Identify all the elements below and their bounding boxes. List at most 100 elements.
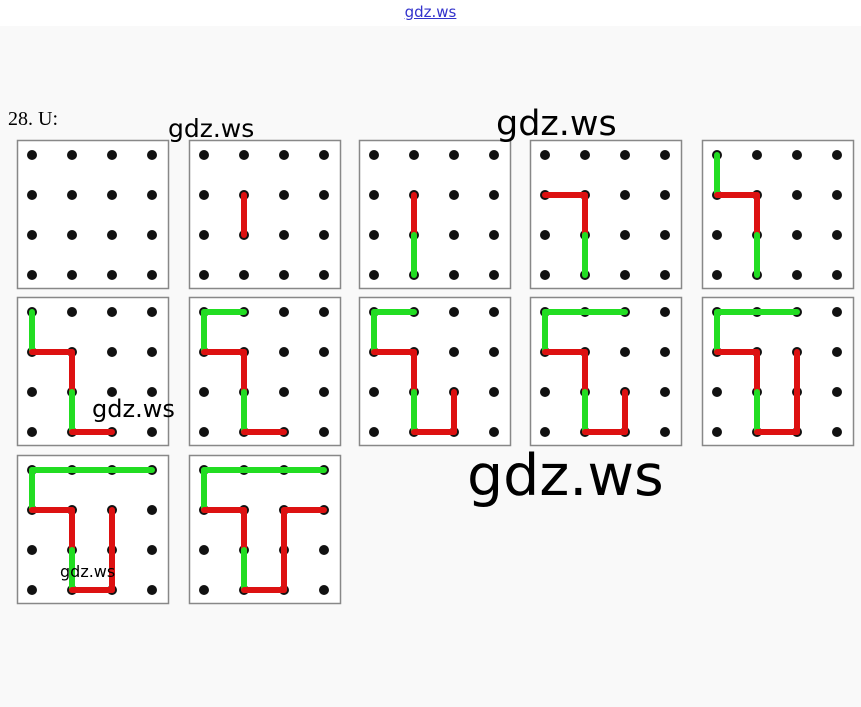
grid-dot xyxy=(199,545,209,555)
dot-grid xyxy=(188,139,342,290)
dot-grid xyxy=(358,296,512,447)
grid-dot xyxy=(107,230,117,240)
grid-dot xyxy=(369,427,379,437)
grid-dot xyxy=(620,230,630,240)
grid-dot xyxy=(279,230,289,240)
grid-dot xyxy=(319,585,329,595)
grid-dot xyxy=(832,347,842,357)
grid-dot xyxy=(147,545,157,555)
grid-dot xyxy=(319,230,329,240)
grid-dot xyxy=(319,190,329,200)
grid-dot xyxy=(199,230,209,240)
grid-dot xyxy=(620,347,630,357)
grid-dot xyxy=(67,150,77,160)
grid-dot xyxy=(147,230,157,240)
grid-dot xyxy=(660,387,670,397)
watermark: gdz.ws xyxy=(467,443,664,509)
dot-grid xyxy=(529,296,683,447)
grid-dot xyxy=(712,387,722,397)
dot-grid xyxy=(188,296,342,447)
grid-dot xyxy=(540,270,550,280)
grid-dot xyxy=(279,190,289,200)
grid-dot xyxy=(369,190,379,200)
dot-grid xyxy=(701,296,855,447)
grid-dot xyxy=(107,307,117,317)
grid-dot xyxy=(540,150,550,160)
grid-frame xyxy=(16,296,170,447)
grid-dot xyxy=(489,270,499,280)
grid-dot xyxy=(712,230,722,240)
grid-dot xyxy=(239,150,249,160)
grid-dot xyxy=(319,347,329,357)
grid-dot xyxy=(199,190,209,200)
exercise-label: 28. U: xyxy=(8,108,58,130)
grid-dot xyxy=(620,190,630,200)
grid-dot xyxy=(107,387,117,397)
top-bar xyxy=(0,0,861,26)
grid-dot xyxy=(660,347,670,357)
grid-dot xyxy=(147,150,157,160)
grid-dot xyxy=(489,230,499,240)
grid-dot xyxy=(449,150,459,160)
grid-dot xyxy=(660,307,670,317)
dot-grid xyxy=(701,139,855,290)
grid-dot xyxy=(147,585,157,595)
grid-dot xyxy=(319,545,329,555)
grid-frame xyxy=(16,139,170,290)
grid-dot xyxy=(540,427,550,437)
grid-dot xyxy=(449,307,459,317)
grid-dot xyxy=(279,347,289,357)
grid-dot xyxy=(832,230,842,240)
grid-frame xyxy=(529,296,683,447)
grid-dot xyxy=(792,190,802,200)
grid-dot xyxy=(319,150,329,160)
grid-dot xyxy=(449,190,459,200)
grid-dot xyxy=(107,347,117,357)
grid-dot xyxy=(147,347,157,357)
site-link[interactable]: gdz.ws xyxy=(404,3,457,21)
grid-dot xyxy=(489,387,499,397)
grid-dot xyxy=(319,307,329,317)
grid-dot xyxy=(147,307,157,317)
grid-dot xyxy=(660,270,670,280)
grid-dot xyxy=(489,347,499,357)
grid-dot xyxy=(27,585,37,595)
grid-dot xyxy=(67,270,77,280)
grid-dot xyxy=(540,230,550,240)
grid-dot xyxy=(27,545,37,555)
grid-dot xyxy=(489,307,499,317)
grid-dot xyxy=(580,150,590,160)
grid-dot xyxy=(489,150,499,160)
grid-dot xyxy=(489,427,499,437)
grid-dot xyxy=(449,270,459,280)
grid-dot xyxy=(67,230,77,240)
grid-frame xyxy=(188,454,342,605)
dot-grid xyxy=(16,296,170,447)
grid-dot xyxy=(792,150,802,160)
grid-dot xyxy=(147,427,157,437)
grid-dot xyxy=(319,427,329,437)
grid-dot xyxy=(369,230,379,240)
grid-dot xyxy=(147,505,157,515)
grid-dot xyxy=(712,270,722,280)
watermark: gdz.ws xyxy=(60,562,116,581)
grid-dot xyxy=(369,387,379,397)
grid-dot xyxy=(660,427,670,437)
grid-dot xyxy=(319,270,329,280)
grid-dot xyxy=(489,190,499,200)
grid-dot xyxy=(832,307,842,317)
dot-grid xyxy=(358,139,512,290)
grid-dot xyxy=(319,387,329,397)
grid-dot xyxy=(147,387,157,397)
grid-dot xyxy=(279,307,289,317)
grid-dot xyxy=(67,190,77,200)
grid-dot xyxy=(27,270,37,280)
grid-dot xyxy=(620,150,630,160)
grid-dot xyxy=(147,190,157,200)
grid-dot xyxy=(199,150,209,160)
dot-grid xyxy=(188,454,342,605)
grid-dot xyxy=(449,347,459,357)
grid-dot xyxy=(540,387,550,397)
grid-dot xyxy=(279,150,289,160)
